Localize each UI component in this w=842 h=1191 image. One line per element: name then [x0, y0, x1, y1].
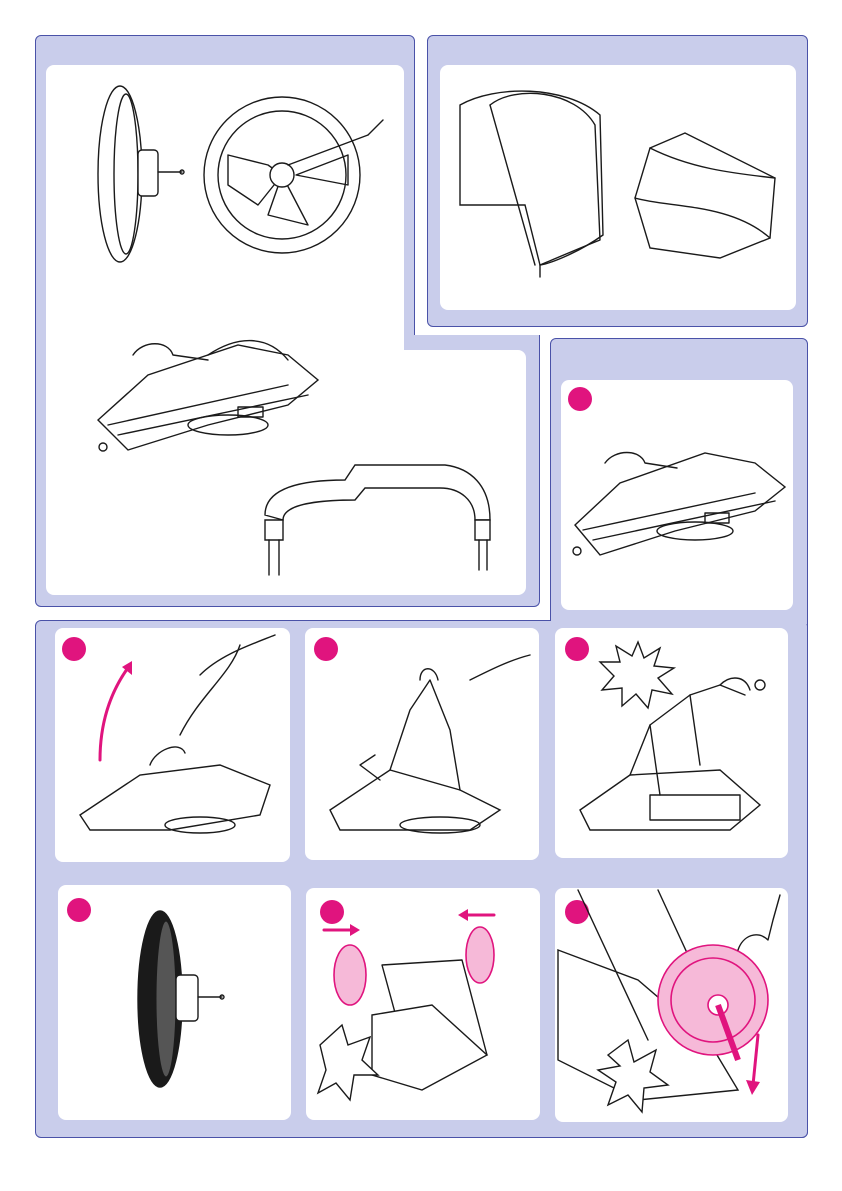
rear-wheel-axle-icon: [198, 95, 388, 245]
step-1-marker: [568, 387, 592, 411]
step5-rear-wheel-icon: [130, 905, 230, 1095]
basket-icon: [630, 128, 780, 268]
rear-wheel-side-icon: [90, 80, 190, 270]
step1-folded-frame-icon: [565, 435, 790, 565]
step2-lift-handle-icon: [60, 635, 290, 850]
step7-press-wheel-icon: [558, 890, 786, 1120]
step-5-marker: [67, 898, 91, 922]
step3-unfolding-frame-icon: [320, 640, 535, 840]
step4-open-frame-icon: [570, 665, 780, 840]
canopy-icon: [455, 85, 605, 280]
folded-frame-icon: [88, 325, 328, 460]
step-4-marker: [565, 637, 589, 661]
step6-attach-wheels-icon: [312, 905, 537, 1115]
bumper-bar-icon: [255, 460, 505, 580]
